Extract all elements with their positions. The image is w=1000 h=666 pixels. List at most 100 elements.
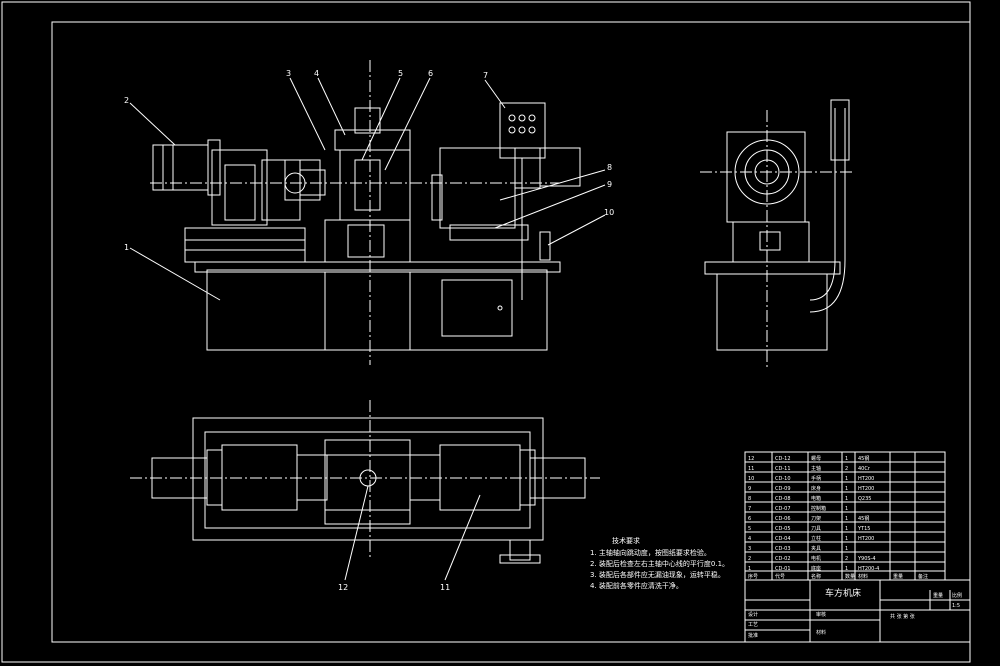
bom-cell: CD-04	[775, 536, 791, 542]
bom-cell: 1	[845, 506, 848, 512]
bom-header-cell: 代号	[775, 573, 785, 580]
tech-requirements: 技术要求 1. 主轴轴向跳动度，按图纸要求检验。 2. 装配后检查左右主轴中心线…	[590, 536, 729, 590]
bom-cell: CD-10	[775, 476, 791, 482]
bom-cell: 11	[748, 466, 754, 472]
bom-cell: 床身	[811, 485, 821, 492]
top-view	[130, 400, 600, 581]
bom-cell: 1	[845, 566, 848, 572]
bom-cell: 40Cr	[858, 466, 871, 472]
bom-header-cell: 备注	[918, 573, 928, 580]
bom-cell: CD-02	[775, 556, 791, 562]
bom-cell: CD-11	[775, 466, 791, 472]
bom-cell: 刀具	[811, 526, 821, 532]
bom-cell: 立柱	[811, 535, 821, 542]
bom-cell: CD-03	[775, 546, 791, 552]
bom-cell: 45钢	[858, 515, 869, 522]
bom-cell: 12	[748, 456, 754, 462]
bom-cell: 1	[845, 546, 848, 552]
tech-req-item-3: 3. 装配后各部件应无漏油现象，运转平稳。	[590, 570, 725, 579]
bom-cell: 45钢	[858, 455, 869, 462]
bom-cell: HT200	[858, 536, 874, 542]
scale-label: 比例	[952, 592, 962, 599]
bom-header-cell: 序号	[748, 573, 758, 580]
callout-4: 4	[314, 69, 319, 78]
bom-cell: 刀架	[811, 516, 821, 522]
bom-cell: CD-05	[775, 526, 791, 532]
designer-label: 设计	[748, 611, 758, 618]
bom-cell: 8	[748, 496, 751, 502]
bom-cell: 手柄	[811, 475, 821, 482]
bom-cell: CD-01	[775, 566, 791, 572]
bom-cell: Y90S-4	[857, 556, 876, 562]
tech-req-item-4: 4. 装配前各零件应清洗干净。	[590, 581, 683, 590]
callout-8: 8	[607, 163, 612, 172]
bom-header-cell: 名称	[811, 573, 821, 580]
callout-6: 6	[428, 69, 433, 78]
weight-label: 重量	[933, 592, 943, 599]
side-view	[700, 99, 855, 370]
tech-req-title: 技术要求	[612, 536, 640, 545]
callout-1: 1	[124, 243, 129, 252]
outer-frame	[1, 1, 971, 663]
bom-cell: 1	[845, 536, 848, 542]
tech-req-item-1: 1. 主轴轴向跳动度，按图纸要求检验。	[590, 548, 711, 557]
callout-10: 10	[604, 208, 614, 217]
bom-cell: 电机	[811, 555, 821, 562]
bom-cell: CD-08	[775, 496, 791, 502]
bom-cell: 2	[845, 466, 848, 472]
approve-label: 批准	[748, 632, 758, 639]
callout-labels: 2 1 3 4 5 6 7 8 9 10 11 12	[124, 69, 614, 592]
sheet-label: 共 张 第 张	[890, 613, 915, 620]
bom-cell: CD-07	[775, 506, 791, 512]
bom-cell: 螺母	[811, 455, 821, 462]
bom-cell: 夹具	[811, 545, 821, 552]
bom-cell: 1	[748, 566, 751, 572]
bom-table-grid	[744, 451, 946, 581]
process-label: 工艺	[748, 622, 758, 628]
bom-cell: 2	[748, 556, 751, 562]
bom-cell: 6	[748, 516, 751, 522]
bom-cell: 1	[845, 496, 848, 502]
bom-cell: 4	[748, 536, 751, 542]
bom-cell: 1	[845, 476, 848, 482]
bom-cell: CD-09	[775, 486, 791, 492]
bom-cell: CD-12	[775, 456, 791, 462]
bom-cell: 1	[845, 486, 848, 492]
bom-cell: 3	[748, 546, 751, 552]
bom-cell: 1	[845, 526, 848, 532]
title-block-grid	[744, 579, 971, 643]
scale-value: 1:5	[952, 603, 960, 609]
callout-11: 11	[440, 583, 450, 592]
bom-cell: CD-06	[775, 516, 791, 522]
bom-cell: 2	[845, 556, 848, 562]
bom-cell: 主轴	[811, 465, 821, 472]
bom-cell: 5	[748, 526, 751, 532]
bom-cell: 1	[845, 456, 848, 462]
bom-cell: 电箱	[811, 495, 821, 502]
material-label: 材料	[816, 629, 826, 636]
bom-cell: 7	[748, 506, 751, 512]
bom-cell: 10	[748, 476, 754, 482]
bom-cell: HT200-4	[858, 566, 879, 572]
bom-header-cell: 重量	[893, 573, 903, 580]
bom-header-cell: 数量	[845, 573, 855, 580]
inner-frame	[51, 21, 971, 643]
tech-req-item-2: 2. 装配后检查左右主轴中心线的平行度0.1。	[590, 559, 729, 568]
checker-label: 审核	[816, 611, 826, 618]
bom-cell: HT200	[858, 486, 874, 492]
callout-5: 5	[398, 69, 403, 78]
bom-cell: 底座	[811, 565, 821, 572]
callout-3: 3	[286, 69, 291, 78]
drawing-title: 车方机床	[825, 587, 861, 599]
bom-cell: 9	[748, 486, 751, 492]
callout-2: 2	[124, 96, 129, 105]
callout-9: 9	[607, 180, 612, 189]
bom-cell: 控制箱	[811, 505, 826, 512]
bom-cell: HT200	[858, 476, 874, 482]
front-view	[129, 60, 606, 365]
callout-12: 12	[338, 583, 348, 592]
callout-7: 7	[483, 71, 488, 80]
title-block: 车方机床 设计 审核 工艺 批准 材料 重量 比例 1:5 共 张 第 张	[748, 587, 962, 639]
